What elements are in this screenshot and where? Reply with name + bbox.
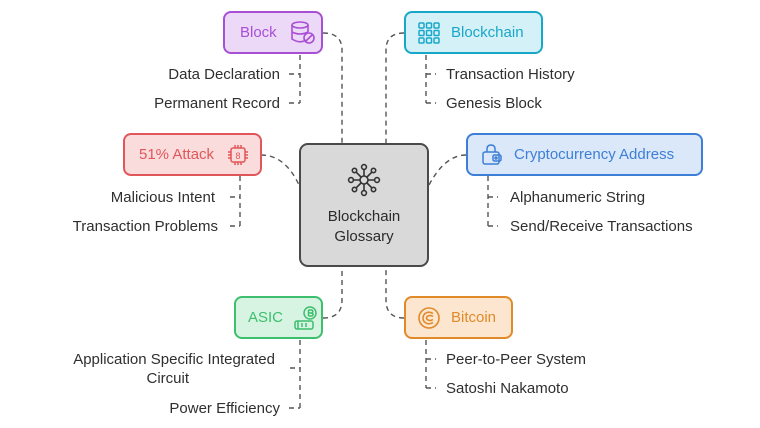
svg-text:8: 8 [236, 151, 241, 161]
central-title-line-2: Glossary [334, 228, 394, 245]
wallet-lock-icon [482, 143, 502, 165]
topic-cryptocurrency-address-label: Cryptocurrency Address [514, 146, 675, 163]
topic-51-attack[interactable]: 51% Attack 8 [123, 133, 262, 176]
bitcoin-coin-icon [418, 306, 440, 329]
database-block-icon [290, 20, 315, 44]
topic-blockchain-label: Blockchain [451, 24, 524, 41]
topic-block-label: Block [240, 24, 277, 41]
network-hub-icon [347, 163, 381, 197]
asic-item-2: Power Efficiency [169, 400, 280, 417]
blockchain-item-1: Transaction History [446, 66, 575, 83]
chip-icon: 8 [228, 144, 249, 165]
topic-bitcoin-label: Bitcoin [451, 309, 497, 326]
attack-item-1: Malicious Intent [110, 189, 215, 206]
mining-coin-icon [294, 305, 317, 330]
topic-blockchain[interactable]: Blockchain [404, 11, 543, 54]
bitcoin-item-2: Satoshi Nakamoto [446, 380, 569, 397]
topic-asic-label: ASIC [248, 309, 284, 326]
topic-asic[interactable]: ASIC [234, 296, 323, 339]
topic-block[interactable]: Block [223, 11, 323, 54]
attack-item-2: Transaction Problems [72, 218, 218, 235]
topic-cryptocurrency-address[interactable]: Cryptocurrency Address [466, 133, 703, 176]
asic-item-1-cont: Circuit [146, 370, 189, 387]
topic-bitcoin[interactable]: Bitcoin [404, 296, 513, 339]
address-item-2: Send/Receive Transactions [510, 218, 693, 235]
topic-51-attack-label: 51% Attack [139, 146, 215, 163]
asic-item-1: Application Specific Integrated [73, 351, 275, 368]
central-topic-node[interactable]: Blockchain Glossary [299, 143, 429, 267]
block-item-1: Data Declaration [168, 66, 280, 83]
address-item-1: Alphanumeric String [510, 189, 646, 206]
grid-chain-icon [418, 21, 440, 44]
central-title-line-1: Blockchain [327, 208, 401, 225]
block-item-2: Permanent Record [154, 95, 280, 112]
bitcoin-item-1: Peer-to-Peer System [446, 351, 587, 368]
blockchain-item-2: Genesis Block [446, 95, 542, 112]
